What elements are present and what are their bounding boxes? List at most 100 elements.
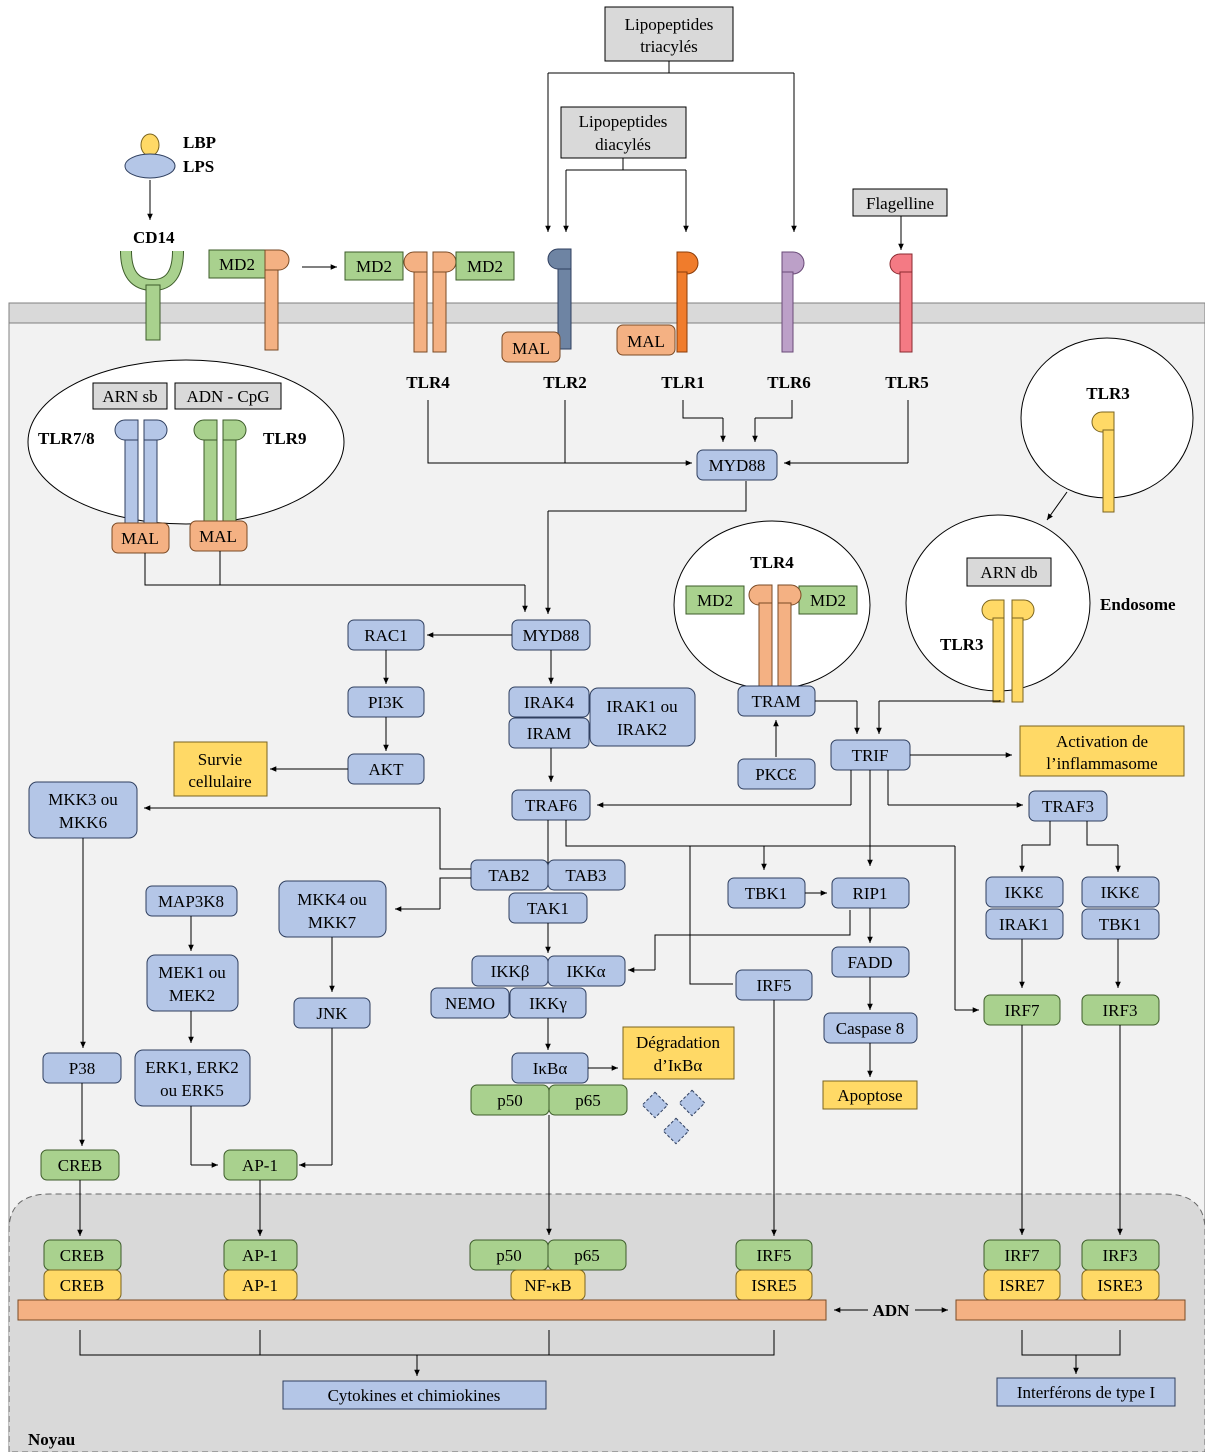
erk-2: ou ERK5 xyxy=(160,1081,224,1100)
survie-2: cellulaire xyxy=(188,772,251,791)
nemo: NEMO xyxy=(445,994,495,1013)
cd14-label: CD14 xyxy=(133,228,175,247)
interferons-output: Interférons de type I xyxy=(1017,1383,1156,1402)
nfkb-site: NF-κB xyxy=(524,1276,571,1295)
creb-site: CREB xyxy=(60,1276,104,1295)
ligand-lipopeptides-triacyles: Lipopeptides triacylés xyxy=(604,6,734,62)
ikka: IKKα xyxy=(566,962,605,981)
cytokines-output: Cytokines et chimiokines xyxy=(328,1386,501,1405)
svg-text:MAL: MAL xyxy=(627,332,665,351)
tlr4-dimer: MD2 MD2 xyxy=(344,251,515,353)
dna-strand-left xyxy=(17,1299,827,1321)
tlr2-receptor: MAL xyxy=(501,248,572,363)
lbp-lps-complex: LBP LPS xyxy=(124,133,216,179)
rip1: RIP1 xyxy=(853,884,888,903)
tab2: TAB2 xyxy=(488,866,529,885)
irf5-nuc: IRF5 xyxy=(757,1246,792,1265)
p65-cyto: p65 xyxy=(575,1091,601,1110)
dna-strand-right xyxy=(955,1299,1186,1321)
tram: TRAM xyxy=(751,692,800,711)
adn-cpg-label: ADN - CpG xyxy=(186,387,269,406)
creb-cyto: CREB xyxy=(58,1156,102,1175)
ap1-site: AP-1 xyxy=(242,1276,278,1295)
tlr3-label-top: TLR3 xyxy=(1086,384,1129,403)
ikba: IκBα xyxy=(533,1059,568,1078)
survie-1: Survie xyxy=(198,750,242,769)
tlr2-label: TLR2 xyxy=(543,373,586,392)
myd88-main: MYD88 xyxy=(523,626,580,645)
tlr1-label: TLR1 xyxy=(661,373,704,392)
myd88-top: MYD88 xyxy=(709,456,766,475)
map3k8: MAP3K8 xyxy=(158,892,224,911)
tbk1-right: TBK1 xyxy=(1099,915,1142,934)
tlr9-receptor xyxy=(193,419,247,525)
tlr3-receptor-top xyxy=(1091,411,1115,513)
pkce: PKCƐ xyxy=(755,765,797,784)
svg-text:MD2: MD2 xyxy=(356,257,392,276)
tlr6-receptor xyxy=(781,251,805,353)
ap1-cyto: AP-1 xyxy=(242,1156,278,1175)
inflamm-2: l’inflammasome xyxy=(1046,754,1157,773)
svg-text:MD2: MD2 xyxy=(219,255,255,274)
jnk: JNK xyxy=(316,1004,348,1023)
fadd: FADD xyxy=(847,953,892,972)
irak12-1: IRAK1 ou xyxy=(606,697,678,716)
inflamm-1: Activation de xyxy=(1056,732,1148,751)
tlr5-label: TLR5 xyxy=(885,373,928,392)
arn-sb-label: ARN sb xyxy=(102,387,157,406)
pi3k: PI3K xyxy=(368,693,405,712)
tak1: TAK1 xyxy=(527,899,569,918)
mkk47-2: MKK7 xyxy=(308,913,357,932)
trif: TRIF xyxy=(852,746,889,765)
ikkb: IKKβ xyxy=(491,962,530,981)
p50-nuc: p50 xyxy=(496,1246,522,1265)
tlr3-dimer xyxy=(981,599,1035,703)
lipo-tri-label-1: Lipopeptides xyxy=(625,15,714,34)
isre3-site: ISRE3 xyxy=(1097,1276,1142,1295)
ligand-flagelline: Flagelline xyxy=(852,188,948,217)
mkk36-2: MKK6 xyxy=(59,813,107,832)
p50-cyto: p50 xyxy=(497,1091,523,1110)
irak4: IRAK4 xyxy=(524,693,575,712)
svg-text:MAL: MAL xyxy=(512,339,550,358)
lps-label: LPS xyxy=(183,157,214,176)
traf6: TRAF6 xyxy=(525,796,577,815)
caspase8: Caspase 8 xyxy=(836,1019,904,1038)
p38: P38 xyxy=(69,1059,95,1078)
isre5-site: ISRE5 xyxy=(751,1276,796,1295)
mal-tlr78: MAL xyxy=(121,529,159,548)
tlr9-label: TLR9 xyxy=(263,429,306,448)
traf3: TRAF3 xyxy=(1042,797,1094,816)
lbp-label: LBP xyxy=(183,133,216,152)
arn-db-label: ARN db xyxy=(980,563,1037,582)
svg-text:MD2: MD2 xyxy=(467,257,503,276)
tlr6-label: TLR6 xyxy=(767,373,810,392)
tbk1-left: TBK1 xyxy=(745,884,788,903)
irf5-cyto: IRF5 xyxy=(757,976,792,995)
svg-text:MD2: MD2 xyxy=(810,591,846,610)
mek12-2: MEK2 xyxy=(169,986,215,1005)
irak12-2: IRAK2 xyxy=(617,720,667,739)
svg-text:Flagelline: Flagelline xyxy=(866,194,934,213)
ikkg: IKKγ xyxy=(529,994,567,1013)
akt: AKT xyxy=(369,760,405,779)
ap1-nuc: AP-1 xyxy=(242,1246,278,1265)
rac1: RAC1 xyxy=(364,626,407,645)
erk-1: ERK1, ERK2 xyxy=(145,1058,239,1077)
lipo-di-label-1: Lipopeptides xyxy=(579,112,668,131)
irak1: IRAK1 xyxy=(999,915,1049,934)
ligand-lipopeptides-diacyles: Lipopeptides diacylés xyxy=(560,106,687,159)
endosome-label: Endosome xyxy=(1100,595,1176,614)
degr-1: Dégradation xyxy=(636,1033,721,1052)
tlr4-label: TLR4 xyxy=(406,373,450,392)
tlr4-monomer: MD2 xyxy=(208,249,290,351)
cd14-receptor xyxy=(120,250,184,341)
mkk47-1: MKK4 ou xyxy=(297,890,367,909)
irf3-nuc: IRF3 xyxy=(1103,1246,1138,1265)
mal-tlr9: MAL xyxy=(199,527,237,546)
p65-nuc: p65 xyxy=(574,1246,600,1265)
plasma-membrane xyxy=(8,302,1205,324)
lipo-di-label-2: diacylés xyxy=(595,135,651,154)
tab3: TAB3 xyxy=(565,866,606,885)
